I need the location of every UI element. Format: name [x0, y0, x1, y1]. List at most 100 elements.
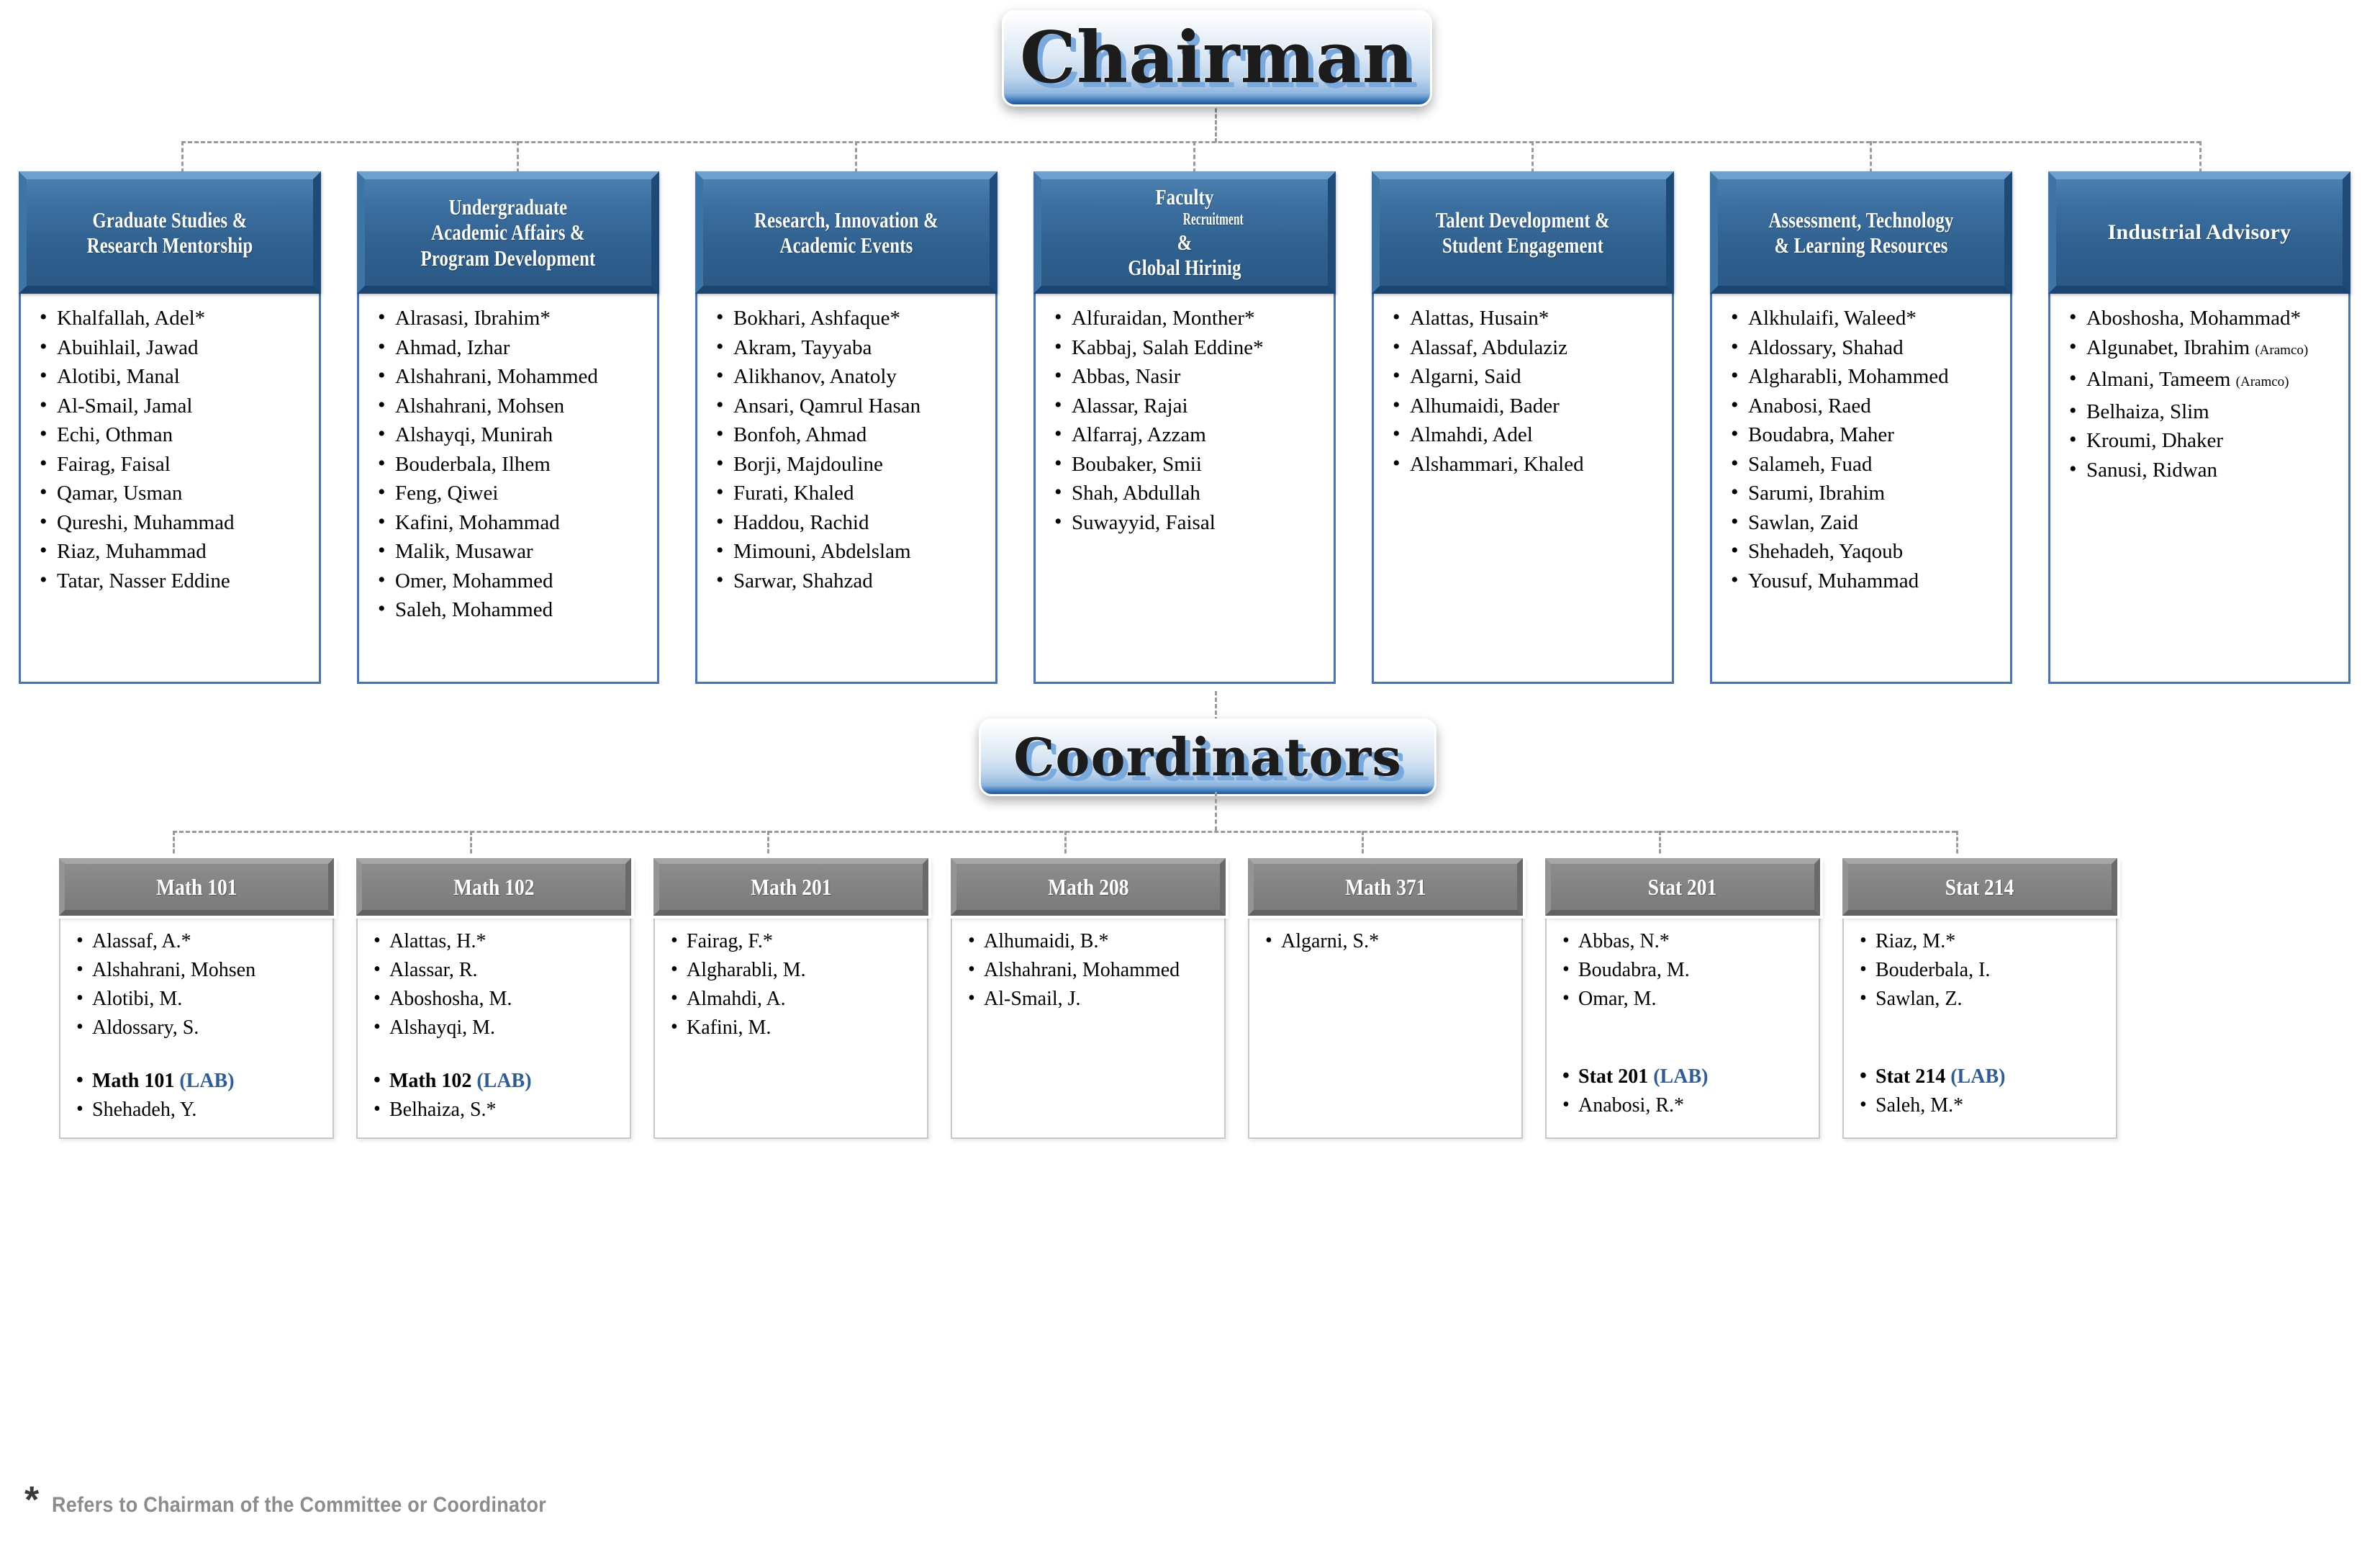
coordinator-course-label: Math 201 — [750, 873, 832, 900]
list-item: Ansari, Qamrul Hasan — [716, 391, 991, 421]
lab-tag: (LAB) — [1653, 1065, 1709, 1088]
list-item: Abbas, N.* — [1562, 926, 1816, 956]
coordinator-math-201: Math 201 Fairag, F.* Algharabli, M. Alma… — [651, 855, 931, 1139]
list-item: Qamar, Usman — [40, 478, 315, 508]
list-item: Bouderbala, I. — [1860, 955, 2113, 985]
coordinator-course-label: Stat 214 — [1945, 873, 2014, 900]
list-item: Aldossary, S. — [76, 1013, 330, 1042]
list-item: Sawlan, Z. — [1860, 984, 2113, 1014]
list-spacer — [1578, 1038, 1816, 1063]
list-item: Alhumaidi, B.* — [968, 926, 1221, 956]
list-item: Yousuf, Muhammad — [1731, 566, 2006, 596]
list-item: Kafini, M. — [671, 1013, 924, 1042]
list-item: Akram, Tayyaba — [716, 333, 991, 363]
coordinator-body: Alhumaidi, B.* Alshahrani, Mohammed Al-S… — [951, 916, 1226, 1139]
list-item: Kroumi, Dhaker — [2069, 425, 2344, 456]
committee-header: Assessment, Technology& Learning Resourc… — [1710, 171, 2012, 294]
list-item: Bonfoh, Ahmad — [716, 420, 991, 450]
coordinator-stat-201: Stat 201 Abbas, N.* Boudabra, M. Omar, M… — [1542, 855, 1823, 1139]
coordinator-body: Alassaf, A.* Alshahrani, Mohsen Alotibi,… — [59, 916, 334, 1139]
coordinator-header: Math 102 — [353, 855, 634, 919]
list-item: Alhumaidi, Bader — [1393, 391, 1668, 421]
coordinator-header: Math 201 — [651, 855, 931, 919]
connector-vertical-chairman — [1215, 102, 1217, 143]
list-item: Almahdi, A. — [671, 984, 924, 1014]
aramco-note: (Aramco) — [2235, 374, 2289, 389]
connector-committees-to-coordinators — [1215, 691, 1217, 721]
coordinator-header: Math 371 — [1245, 855, 1526, 919]
list-item: Algharabli, Mohammed — [1731, 361, 2006, 392]
connector-coord-drop-2 — [470, 831, 472, 860]
list-item: Aldossary, Shahad — [1731, 333, 2006, 363]
coordinator-member-list: Algarni, S.* — [1259, 926, 1519, 956]
list-spacer — [1876, 1038, 2113, 1063]
coordinators-banner: Coordinators — [979, 718, 1436, 796]
list-item: Algharabli, M. — [671, 955, 924, 985]
coordinator-body: Riaz, M.* Bouderbala, I. Sawlan, Z. Stat… — [1842, 916, 2117, 1139]
member-list: Khalfallah, Adel* Abuihlail, Jawad Aloti… — [32, 303, 315, 595]
coordinator-header: Stat 214 — [1840, 855, 2120, 919]
connector-drop-1 — [181, 141, 184, 173]
committee-title: Faculty Recruitment &Global Hirinig — [1070, 184, 1299, 280]
list-item: Riaz, Muhammad — [40, 536, 315, 567]
coordinator-member-list: Alhumaidi, B.* Alshahrani, Mohammed Al-S… — [962, 926, 1221, 1014]
list-item: Feng, Qiwei — [378, 478, 653, 508]
list-item: Echi, Othman — [40, 420, 315, 450]
list-item: Alassar, R. — [374, 955, 627, 985]
aramco-note: (Aramco) — [2255, 342, 2309, 358]
list-item: Furati, Khaled — [716, 478, 991, 508]
list-item: Alfuraidan, Monther* — [1054, 303, 1329, 333]
list-item: Anabosi, Raed — [1731, 391, 2006, 421]
list-item: Algarni, S.* — [1265, 926, 1519, 956]
coordinator-math-208: Math 208 Alhumaidi, B.* Alshahrani, Moha… — [948, 855, 1229, 1139]
connector-drop-2 — [517, 141, 519, 173]
list-item: Belhaiza, Slim — [2069, 397, 2344, 427]
list-item: Haddou, Rachid — [716, 508, 991, 538]
list-item: Alshammari, Khaled — [1393, 449, 1668, 479]
list-item: Saleh, Mohammed — [378, 595, 653, 625]
committee-body: Alrasasi, Ibrahim* Ahmad, Izhar Alshahra… — [357, 294, 659, 684]
list-item: Alotibi, M. — [76, 984, 330, 1014]
committee-body: Alfuraidan, Monther* Kabbaj, Salah Eddin… — [1033, 294, 1336, 684]
committee-body: Bokhari, Ashfaque* Akram, Tayyaba Alikha… — [695, 294, 997, 684]
list-item: Alshayqi, Munirah — [378, 420, 653, 450]
committee-title: Graduate Studies &Research Mentorship — [86, 207, 253, 258]
coordinator-member-list: Fairag, F.* Algharabli, M. Almahdi, A. K… — [665, 926, 924, 1042]
member-list: Alkhulaifi, Waleed* Aldossary, Shahad Al… — [1724, 303, 2006, 596]
coordinator-stat-214: Stat 214 Riaz, M.* Bouderbala, I. Sawlan… — [1840, 855, 2120, 1139]
list-item: Alattas, H.* — [374, 926, 627, 956]
list-item: Bokhari, Ashfaque* — [716, 303, 991, 333]
committee-graduate-studies: Graduate Studies &Research Mentorship Kh… — [19, 171, 321, 684]
coordinator-math-101: Math 101 Alassaf, A.* Alshahrani, Mohsen… — [56, 855, 337, 1139]
lab-heading: Stat 201 (LAB) — [1562, 1062, 1816, 1091]
committee-header: Research, Innovation &Academic Events — [695, 171, 997, 294]
list-item: Boudabra, Maher — [1731, 420, 2006, 450]
coordinator-member-list: Abbas, N.* Boudabra, M. Omar, M. Stat 20… — [1557, 926, 1816, 1120]
coordinator-math-102: Math 102 Alattas, H.* Alassar, R. Abosho… — [353, 855, 634, 1139]
committee-talent-development: Talent Development &Student Engagement A… — [1372, 171, 1674, 684]
list-item: Alshahrani, Mohsen — [378, 391, 653, 421]
coordinator-header: Math 101 — [56, 855, 337, 919]
coordinator-header: Stat 201 — [1542, 855, 1823, 919]
lab-tag: (LAB) — [179, 1070, 235, 1092]
lab-course: Math 102 — [389, 1070, 472, 1092]
list-item: Aboshosha, Mohammad* — [2069, 303, 2344, 333]
connector-coord-drop-5 — [1362, 831, 1364, 860]
list-item: Alattas, Husain* — [1393, 303, 1668, 333]
list-item: Alshahrani, Mohsen — [76, 955, 330, 985]
committee-body: Aboshosha, Mohammad* Algunabet, Ibrahim … — [2048, 294, 2350, 684]
list-item: Abuihlail, Jawad — [40, 333, 315, 363]
list-item: Fairag, Faisal — [40, 449, 315, 479]
list-item: Shehadeh, Y. — [76, 1095, 330, 1124]
coordinator-member-list: Riaz, M.* Bouderbala, I. Sawlan, Z. Stat… — [1854, 926, 2113, 1120]
committee-title: Assessment, Technology& Learning Resourc… — [1768, 207, 1954, 258]
committee-title-small-word: Recruitment — [1182, 209, 1244, 229]
list-item: Khalfallah, Adel* — [40, 303, 315, 333]
list-item: Aboshosha, M. — [374, 984, 627, 1014]
member-list: Alattas, Husain* Alassaf, Abdulaziz Alga… — [1385, 303, 1668, 479]
member-list: Bokhari, Ashfaque* Akram, Tayyaba Alikha… — [709, 303, 991, 595]
connector-drop-7 — [2199, 141, 2202, 173]
